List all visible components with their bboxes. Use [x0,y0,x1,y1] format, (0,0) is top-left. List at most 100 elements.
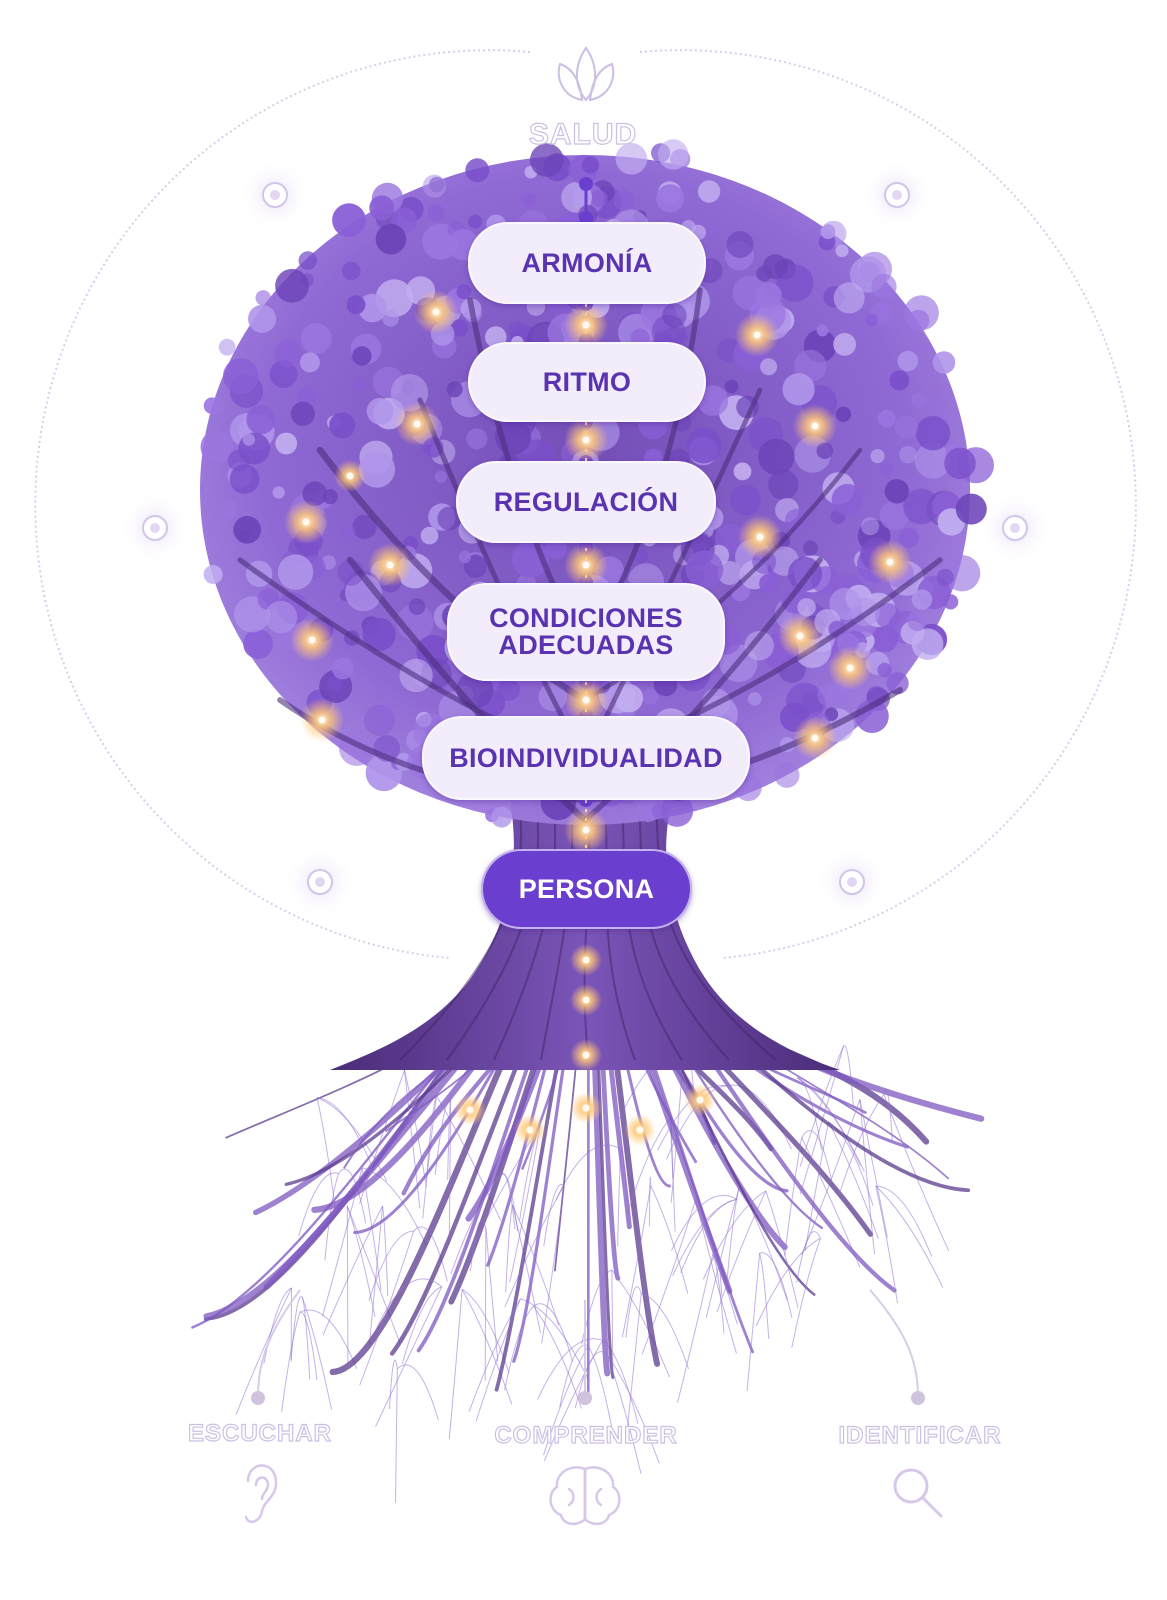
leaf-cluster [327,675,343,691]
root-fiber [375,1278,443,1330]
glow-core [346,472,354,480]
leaf-cluster [911,628,944,660]
root-fiber [368,1230,414,1301]
root-fiber [475,1298,521,1422]
root-fiber [859,1099,888,1238]
leaf-cluster [468,214,483,229]
leaf-cluster [897,350,919,372]
glow-core [582,956,590,964]
leaf-cluster [269,360,298,388]
root-fiber [359,1230,415,1386]
leaf-cluster [747,692,762,706]
glow-core [886,558,894,566]
root-fiber [235,1287,293,1415]
glow-core [756,533,764,541]
root-fiber [499,1173,519,1232]
lotus-petal-left [557,62,584,102]
leaf-cluster [899,446,917,464]
root-fiber [403,1070,427,1188]
root-fiber [359,1069,405,1204]
leaf-cluster [290,401,315,426]
brain-right [583,1466,621,1526]
leaf-cluster [894,415,919,439]
leaf-cluster [911,589,933,610]
leaf-cluster [491,806,513,828]
glow-core [582,1104,590,1112]
root-fiber [650,1185,689,1294]
root-fiber [784,1137,803,1256]
root-fiber [396,1364,439,1421]
leaf-cluster [660,794,694,827]
root-fiber [883,1094,950,1252]
root-fiber [537,1338,603,1400]
leaf-cluster [817,682,841,707]
root-fiber [401,1286,442,1365]
icons-layer [244,46,943,1526]
glow-core [302,518,310,526]
glow-core [582,1051,590,1059]
glow-core [582,826,590,834]
level-ritmo[interactable]: RITMO [468,342,706,422]
leaf-cluster [685,427,722,464]
brain-folds [567,1467,603,1521]
leaf-cluster [662,303,687,328]
leaf-cluster [730,484,761,516]
magnifier-lens [893,1468,929,1504]
glow-core [696,1096,704,1104]
leaf-cluster [634,549,649,564]
leaf-cluster [248,304,277,333]
leaf-cluster [427,204,445,222]
root-fiber [395,1368,398,1503]
root-fiber [875,1185,899,1304]
leaf-cluster [782,373,815,406]
root-fiber [695,1199,738,1325]
glow-core [413,420,421,428]
magnifier-icon [893,1468,943,1518]
leaf-cluster [758,438,795,475]
root-fiber [322,1205,384,1336]
leaf-cluster [911,392,927,409]
root-fiber [543,1339,603,1462]
root-fiber [574,1351,608,1409]
leaf-cluster [243,629,273,659]
orbit-node-dot [150,523,160,533]
root-fiber [680,1198,738,1274]
orbit-arc-left [34,49,531,959]
leaf-cluster [521,193,536,208]
root-fiber [875,1185,933,1257]
root-fiber [290,1296,303,1360]
connector-identificar [869,1289,919,1397]
level-bioindividualidad[interactable]: BIOINDIVIDUALIDAD [422,716,750,800]
level-regulacion[interactable]: REGULACIÓN [456,461,716,543]
root-fiber [626,1293,642,1432]
leaf-cluster [879,500,909,531]
lotus-petal-right [588,62,615,102]
root-fiber [606,1354,642,1474]
glow-core [582,561,590,569]
root-fiber [299,1311,318,1380]
leaf-cluster [530,143,564,177]
core-persona[interactable]: PERSONA [481,849,692,929]
level-condiciones-adecuadas[interactable]: CONDICIONES ADECUADAS [447,583,725,681]
bottom-label-comprender: COMPRENDER [494,1421,678,1449]
glow-core [582,696,590,704]
root-fiber [796,1077,861,1167]
glow-core [636,1126,644,1134]
leaf-cluster [943,555,981,592]
leaf-cluster [914,442,951,479]
leaf-cluster [275,268,309,303]
leaf-cluster [223,358,259,394]
root-fiber [403,1070,421,1209]
leaf-cluster [861,517,880,536]
level-armonia[interactable]: ARMONÍA [468,222,706,304]
leaf-cluster [835,244,849,258]
leaf-cluster [944,447,976,480]
leaf-cluster [362,618,396,651]
root-fiber [450,1176,501,1275]
root-fiber [726,1084,792,1150]
root-fiber [859,1099,876,1255]
leaf-cluster [697,385,729,417]
background-layer [34,49,1137,959]
leaf-cluster [774,762,800,788]
leaf-cluster [907,611,928,631]
